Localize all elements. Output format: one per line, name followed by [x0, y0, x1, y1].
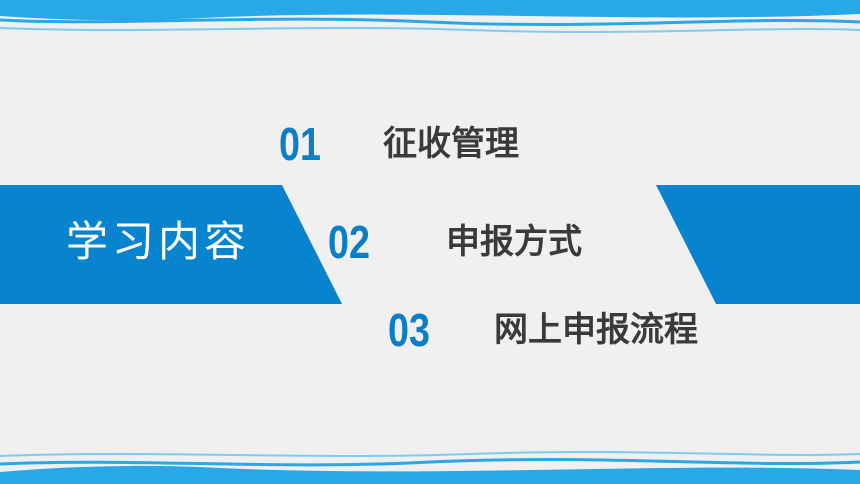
agenda-number: 02	[328, 216, 370, 268]
agenda-label: 申报方式	[446, 222, 582, 262]
agenda-number: 03	[388, 304, 430, 356]
agenda-label: 征收管理	[383, 124, 519, 164]
agenda-label: 网上申报流程	[494, 310, 698, 350]
section-title: 学习内容	[66, 217, 251, 266]
bottom-wave-decoration	[0, 451, 860, 484]
top-wave-decoration	[0, 0, 860, 33]
agenda-number: 01	[279, 118, 321, 170]
left-accent-band	[0, 185, 342, 304]
right-accent-band	[656, 185, 860, 304]
